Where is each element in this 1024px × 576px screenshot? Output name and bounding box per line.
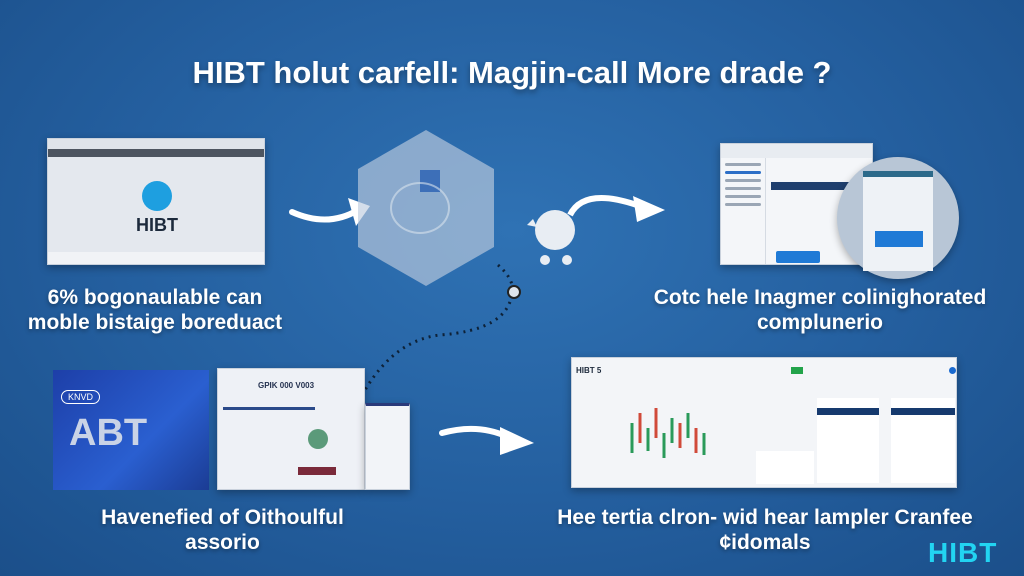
zoom-circle: [837, 157, 959, 279]
caption-1: 6% bogonaulable can moble bistaige bored…: [20, 285, 290, 335]
caption-4: Hee tertia clron- wid hear lampler Cranf…: [540, 505, 990, 555]
abt-image: KNVD ABT: [53, 370, 209, 490]
dashboard-logo: HIBT 5: [576, 366, 602, 375]
page-title: HIBT holut carfell: Magjin-call More dra…: [192, 55, 832, 90]
image-text: ABT: [69, 412, 148, 454]
caption-line: assorio: [185, 531, 260, 554]
caption-line: Cotc hele Inagmer colinighorated: [653, 286, 987, 309]
hibt-browser-window: HIBT: [47, 138, 265, 265]
caption-line: ¢idomals: [719, 531, 811, 554]
document-collage: GPIK 000 V003: [217, 368, 365, 490]
caption-line: 6% bogonaulable can: [47, 286, 263, 309]
window-logo-text: HIBT: [136, 215, 178, 235]
candlestick-chart: [630, 408, 706, 458]
robot-arrow-icon: [527, 195, 665, 265]
hibt-logo-icon: [142, 181, 172, 211]
caption-line: moble bistaige boreduact: [27, 311, 283, 334]
caption-line: Havenefied of Oithoulful: [101, 506, 344, 529]
green-button[interactable]: [791, 367, 803, 374]
doc-heading: GPIK 000 V003: [258, 381, 315, 390]
hibt-brand-logo: HIBT: [928, 537, 998, 568]
avatar[interactable]: [949, 367, 956, 374]
primary-button[interactable]: [776, 251, 820, 263]
caption-3: Havenefied of Oithoulful assorio: [60, 505, 385, 555]
arrow-icon: [439, 425, 534, 455]
caption-line: Hee tertia clron- wid hear lampler Cranf…: [557, 506, 973, 529]
caption-2: Cotc hele Inagmer colinighorated complun…: [620, 285, 1020, 335]
caption-line: complunerio: [756, 311, 883, 334]
badge: KNVD: [61, 390, 101, 404]
trading-dashboard: HIBT 5: [571, 357, 957, 488]
